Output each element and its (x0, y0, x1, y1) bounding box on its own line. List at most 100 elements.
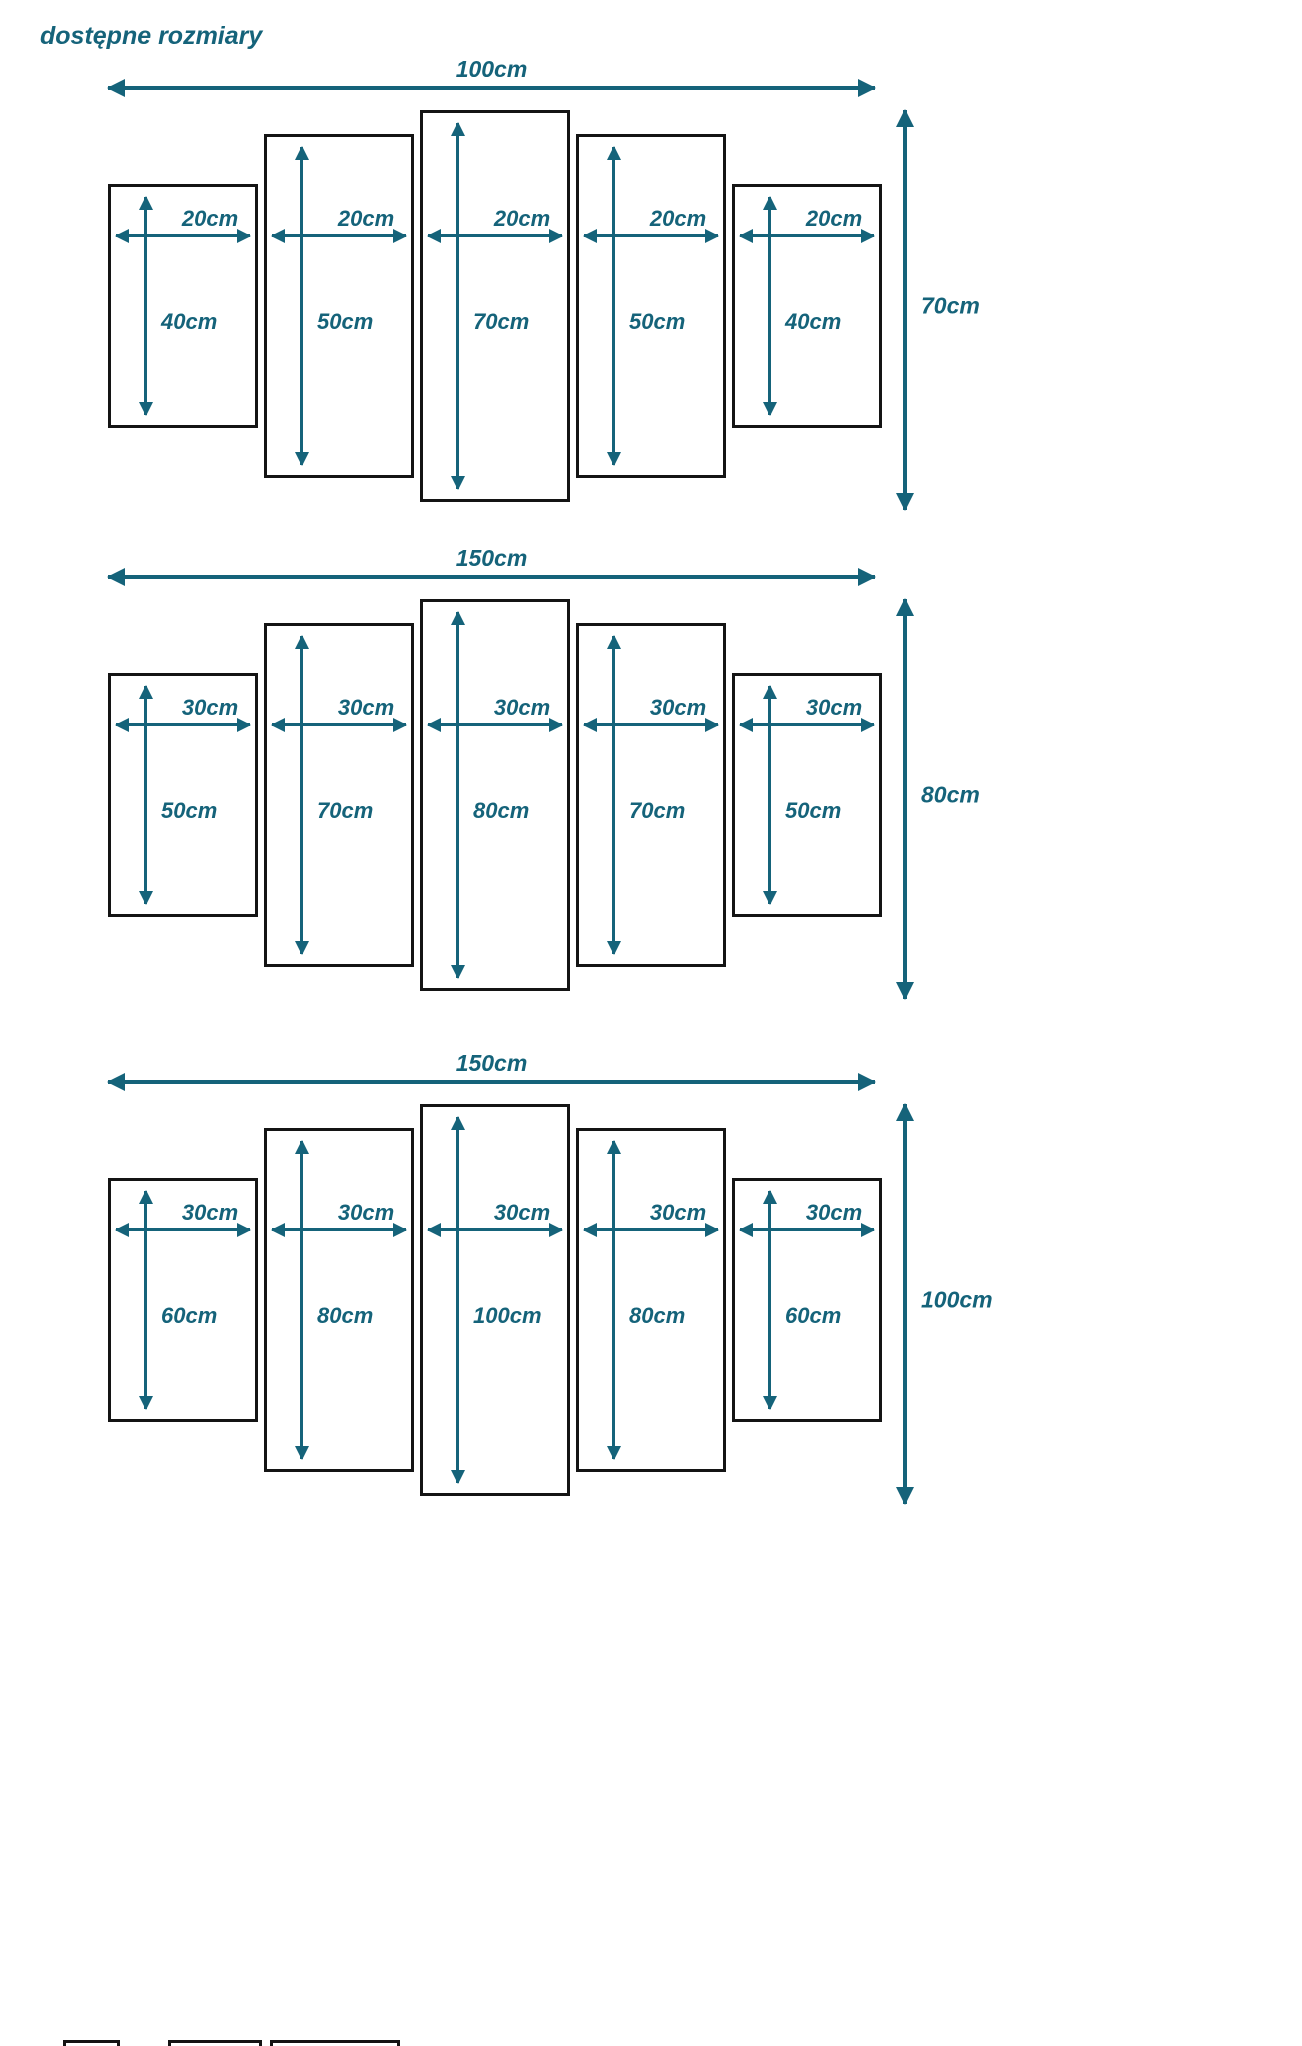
total-height-label: 80cm (921, 781, 980, 808)
canvas-panel: 30cm 80cm (576, 1128, 726, 1472)
canvas-panel: 20cm 50cm (576, 134, 726, 478)
size-group-100x70: 100cm 20cm 40cm 20cm 50cm 20cm 70cm (0, 56, 1302, 516)
panel-width-label: 30cm (181, 1200, 239, 1225)
total-width-label: 150cm (455, 1050, 528, 1076)
panel-height-arrow (606, 1140, 621, 1460)
canvas-panel: 30cm 70cm (576, 623, 726, 967)
total-width-arrow (107, 568, 876, 586)
panel-width-arrow (271, 717, 407, 732)
panel-width-arrow (427, 228, 563, 243)
panel-width-arrow (427, 1222, 563, 1237)
panels-row: 30cm 50cm 30cm 70cm 30cm 80cm 30cm (108, 599, 882, 991)
panel-height-arrow (606, 146, 621, 466)
total-height-label: 100cm (921, 1286, 993, 1313)
canvas-panel: 30cm 60cm (108, 1178, 258, 1422)
panel-height-arrow (762, 196, 777, 416)
panel-width-arrow (583, 717, 719, 732)
panel-height-arrow (138, 1190, 153, 1410)
panel-height-label: 80cm (629, 1303, 686, 1328)
panel-height-label: 70cm (317, 798, 374, 823)
panel-height-label: 60cm (161, 1303, 218, 1328)
panel-width-arrow (427, 717, 563, 732)
panel-width-label: 30cm (649, 695, 707, 720)
panel-height-arrow (138, 196, 153, 416)
panel-height-label: 50cm (161, 798, 218, 823)
panel-height-label: 50cm (317, 309, 374, 334)
panel-height-arrow (294, 635, 309, 955)
panel-height-arrow (606, 635, 621, 955)
canvas-panel: 30cm 80cm (420, 599, 570, 991)
panel-width-label: 30cm (337, 1200, 395, 1225)
panel-width-arrow (739, 228, 875, 243)
panel-height-arrow (450, 122, 465, 490)
canvas-panel: 30cm 100cm (420, 1104, 570, 1496)
size-group-150x80: 150cm 30cm 50cm 30cm 70cm 30cm 80cm (0, 545, 1302, 1005)
cropped-panel-fragment (270, 2040, 400, 2046)
total-height-dimension: 70cm (893, 109, 1013, 511)
panels-row: 20cm 40cm 20cm 50cm 20cm 70cm 20cm (108, 110, 882, 502)
panel-width-label: 20cm (337, 206, 395, 231)
panel-height-arrow (450, 611, 465, 979)
panel-width-arrow (739, 717, 875, 732)
panel-height-label: 100cm (473, 1303, 542, 1328)
panel-width-arrow (739, 1222, 875, 1237)
panel-height-label: 40cm (161, 309, 218, 334)
total-height-arrow (896, 1103, 914, 1505)
panel-width-label: 20cm (805, 206, 863, 231)
panel-width-arrow (583, 1222, 719, 1237)
panel-height-label: 40cm (785, 309, 842, 334)
panel-height-arrow (294, 1140, 309, 1460)
total-height-arrow (896, 109, 914, 511)
canvas-panel: 30cm 80cm (264, 1128, 414, 1472)
panel-height-arrow (762, 685, 777, 905)
panel-height-arrow (762, 1190, 777, 1410)
total-height-label: 70cm (921, 292, 980, 319)
panel-height-label: 50cm (785, 798, 842, 823)
total-width-label: 150cm (455, 545, 528, 571)
canvas-panel: 20cm 40cm (732, 184, 882, 428)
cropped-panel-fragment (168, 2040, 262, 2046)
canvas-panel: 30cm 70cm (264, 623, 414, 967)
panel-height-label: 60cm (785, 1303, 842, 1328)
panel-width-arrow (115, 1222, 251, 1237)
canvas-panel: 30cm 50cm (732, 673, 882, 917)
canvas-panel: 30cm 60cm (732, 1178, 882, 1422)
diagram-title: dostępne rozmiary (40, 22, 263, 50)
cropped-panel-fragment (63, 2040, 120, 2046)
canvas-panel: 20cm 50cm (264, 134, 414, 478)
total-height-dimension: 80cm (893, 598, 1013, 1000)
total-height-dimension: 100cm (893, 1103, 1013, 1505)
panels-row: 30cm 60cm 30cm 80cm 30cm 100cm 30cm (108, 1104, 882, 1496)
panel-width-label: 20cm (181, 206, 239, 231)
panel-height-arrow (138, 685, 153, 905)
panel-width-label: 30cm (493, 1200, 551, 1225)
size-group-150x100: 150cm 30cm 60cm 30cm 80cm 30cm 100cm (0, 1050, 1302, 1510)
panel-width-label: 20cm (649, 206, 707, 231)
panel-width-arrow (115, 228, 251, 243)
canvas-panel: 20cm 40cm (108, 184, 258, 428)
panel-height-label: 70cm (473, 309, 530, 334)
panel-width-label: 30cm (805, 1200, 863, 1225)
panel-width-arrow (271, 228, 407, 243)
panel-height-label: 70cm (629, 798, 686, 823)
canvas-panel: 20cm 70cm (420, 110, 570, 502)
panel-height-label: 80cm (317, 1303, 374, 1328)
panel-height-label: 50cm (629, 309, 686, 334)
panel-width-label: 30cm (805, 695, 863, 720)
panel-height-arrow (450, 1116, 465, 1484)
panel-height-label: 80cm (473, 798, 530, 823)
total-height-arrow (896, 598, 914, 1000)
panel-width-label: 30cm (493, 695, 551, 720)
panel-width-label: 30cm (649, 1200, 707, 1225)
panel-width-label: 20cm (493, 206, 551, 231)
panel-width-arrow (271, 1222, 407, 1237)
panel-width-arrow (115, 717, 251, 732)
panel-height-arrow (294, 146, 309, 466)
total-width-arrow (107, 79, 876, 97)
panel-width-label: 30cm (337, 695, 395, 720)
panel-width-arrow (583, 228, 719, 243)
panel-width-label: 30cm (181, 695, 239, 720)
total-width-arrow (107, 1073, 876, 1091)
total-width-label: 100cm (455, 56, 528, 82)
